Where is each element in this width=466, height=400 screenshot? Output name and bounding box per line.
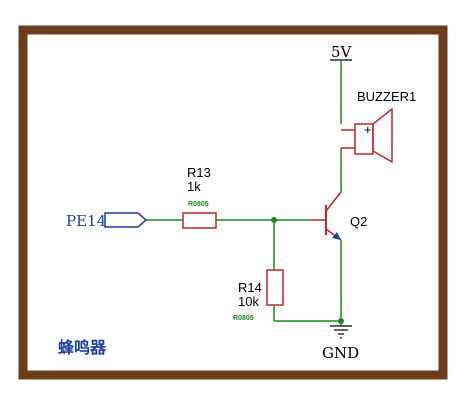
resistor-r13-body	[182, 212, 217, 229]
junction-ground	[338, 318, 344, 324]
transistor-ref: Q2	[350, 214, 367, 229]
buzzer-polarity-mark: +	[364, 122, 372, 137]
ground-label: GND	[322, 344, 359, 362]
r14-footprint: R0805	[233, 315, 254, 322]
resistor-r14-body	[266, 269, 284, 306]
r13-ref: R13	[187, 165, 211, 180]
supply-label: 5V	[331, 43, 353, 61]
r14-value: 10k	[238, 294, 259, 309]
input-port-label: PE14	[66, 212, 106, 230]
input-port-flag	[104, 212, 148, 228]
r13-footprint: R0805	[188, 201, 209, 208]
r14-ref: R14	[238, 280, 262, 295]
buzzer-symbol	[341, 107, 393, 164]
sheet-caption: 蜂鸣器	[58, 338, 107, 357]
ground-symbol	[330, 325, 352, 339]
transistor-q2-symbol	[310, 191, 342, 241]
sheet-frame	[18, 25, 448, 380]
r13-value: 1k	[187, 179, 201, 194]
buzzer-ref: BUZZER1	[357, 89, 416, 104]
